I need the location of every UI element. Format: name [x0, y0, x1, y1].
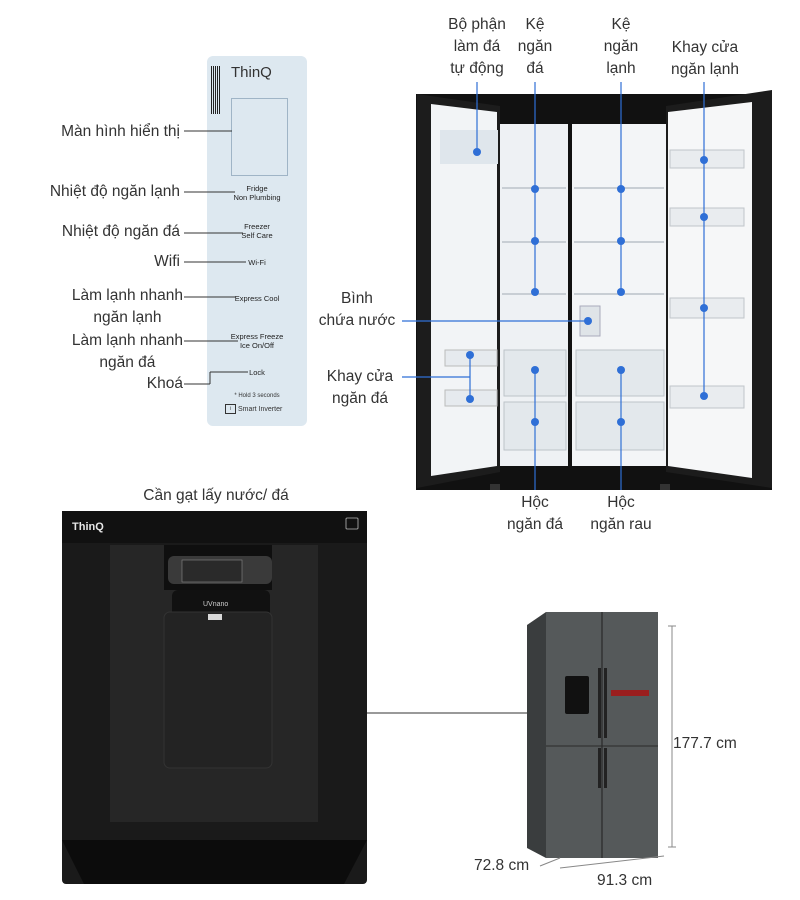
control-panel: ThinQ Fridge Non Plumbing Freezer Self C… — [207, 56, 307, 426]
freezer-shelf-line2: ngăn — [517, 38, 553, 55]
freezer-drawer-line2: ngăn đá — [506, 516, 564, 533]
uv-label: UVnano — [203, 601, 229, 608]
mini-display — [611, 690, 649, 696]
label-freezer-drawer: Hộc ngăn đá — [492, 492, 578, 536]
freezer-door-inner — [431, 104, 497, 476]
dimension-height: 177.7 cm — [673, 735, 737, 752]
water-tank-line1: Bình — [341, 290, 373, 307]
express-freeze-button[interactable]: Express Freeze Ice On/Off — [207, 332, 307, 350]
crisper-line1: Hộc — [607, 494, 635, 511]
freezer-shelf-line3: đá — [526, 60, 544, 77]
crisper-drawer-2 — [575, 401, 665, 451]
ice-maker-line1: Bộ phận — [448, 16, 506, 33]
dispenser-top-bar — [62, 511, 367, 543]
label-freezer-shelf: Kệ ngăn đá — [505, 14, 565, 80]
fast-cool-line1: Làm lạnh nhanh — [71, 287, 183, 304]
freezer-door-tray-line2: ngăn đá — [331, 390, 389, 407]
mini-dispenser — [565, 676, 589, 714]
dispenser-lever — [163, 611, 273, 769]
label-ice-maker: Bộ phận làm đá tự động — [437, 14, 517, 80]
freezer-label: Freezer — [244, 222, 270, 231]
dispenser-caption: Cần gạt lấy nước/ đá — [143, 487, 289, 504]
inverter-icon: i — [225, 404, 236, 414]
label-fridge-temp: Nhiệt độ ngăn lạnh — [49, 183, 180, 200]
label-water-tank: Bình chứa nước — [312, 288, 402, 332]
hold-note: * Hold 3 seconds — [234, 393, 280, 399]
dispenser-drip-tray — [62, 840, 367, 884]
smart-inverter-badge: i Smart Inverter — [225, 404, 305, 414]
label-display: Màn hình hiển thị — [61, 123, 180, 140]
freezer-shelf-line1: Kệ — [525, 16, 545, 33]
freezer-temp-button[interactable]: Freezer Self Care — [207, 222, 307, 240]
smart-inverter-label: Smart Inverter — [237, 405, 283, 413]
barcode-icon — [211, 66, 221, 114]
inverter-icon — [345, 517, 359, 530]
label-freezer-temp: Nhiệt độ ngăn đá — [61, 223, 180, 240]
express-freeze-label: Express Freeze — [230, 332, 284, 341]
fast-cool-line2: ngăn lạnh — [93, 309, 162, 326]
display-window — [231, 98, 288, 176]
freezer-sublabel: Self Care — [241, 231, 273, 240]
label-lock: Khoá — [146, 375, 183, 392]
water-tank-line2: chứa nước — [318, 312, 396, 329]
label-fast-freeze: Làm lạnh nhanh ngăn đá — [72, 330, 183, 374]
label-freezer-door-tray: Khay cửa ngăn đá — [318, 366, 402, 410]
ice-maker — [440, 130, 498, 164]
fridge-side — [527, 612, 546, 858]
label-fridge-shelf: Kệ ngăn lạnh — [591, 14, 651, 80]
ice-maker-line2: làm đá — [453, 38, 501, 55]
label-fast-cool: Làm lạnh nhanh ngăn lạnh — [72, 285, 183, 329]
panel-brand: ThinQ — [231, 64, 272, 81]
fridge-door-tray-line1: Khay cửa — [671, 39, 739, 56]
lock-button[interactable]: Lock — [249, 368, 265, 377]
ice-maker-line3: tự động — [450, 60, 504, 77]
fast-freeze-line2: ngăn đá — [99, 354, 156, 371]
fast-freeze-line1: Làm lạnh nhanh — [71, 332, 183, 349]
dispenser-brand: ThinQ — [72, 521, 104, 533]
label-crisper: Hộc ngăn rau — [578, 492, 664, 536]
freezer-door-tray-line1: Khay cửa — [326, 368, 394, 385]
dimension-depth: 72.8 cm — [474, 857, 530, 874]
label-wifi: Wifi — [154, 253, 180, 270]
ice-onoff-label: Ice On/Off — [239, 341, 275, 350]
label-fridge-door-tray: Khay cửa ngăn lạnh — [660, 37, 750, 81]
freezer-drawer-line1: Hộc — [521, 494, 549, 511]
dimension-width: 91.3 cm — [597, 872, 653, 889]
fridge-temp-button[interactable]: Fridge Non Plumbing — [207, 184, 307, 202]
crisper-line2: ngăn rau — [590, 516, 652, 533]
fridge-label: Fridge — [246, 184, 268, 193]
fridge-shelf-line1: Kệ — [611, 16, 631, 33]
fridge-shelf-line3: lạnh — [606, 60, 636, 77]
fridge-door-tray-line2: ngăn lạnh — [670, 61, 740, 78]
uv-module — [172, 590, 270, 618]
express-cool-button[interactable]: Express Cool — [234, 294, 280, 303]
wifi-button[interactable]: Wi-Fi — [248, 258, 266, 267]
fridge-door-inner — [668, 102, 752, 478]
fridge-shelf-line2: ngăn — [603, 38, 639, 55]
fridge-sublabel: Non Plumbing — [233, 193, 281, 202]
